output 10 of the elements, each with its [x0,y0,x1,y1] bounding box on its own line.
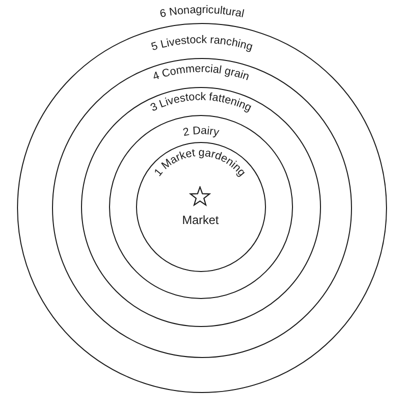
zone-label: 5 Livestock ranching [150,34,254,54]
zone-circle [81,87,322,328]
zone-circle [109,115,294,300]
zone-label: 2 Dairy [182,124,220,139]
zone-label: 6 Nonagricultural [158,4,246,20]
zone-circle [52,58,352,358]
zone-circle [136,142,266,272]
zone-label: 4 Commercial grain [152,63,252,84]
zone-circle [17,23,387,393]
place-label: Market [182,213,219,228]
